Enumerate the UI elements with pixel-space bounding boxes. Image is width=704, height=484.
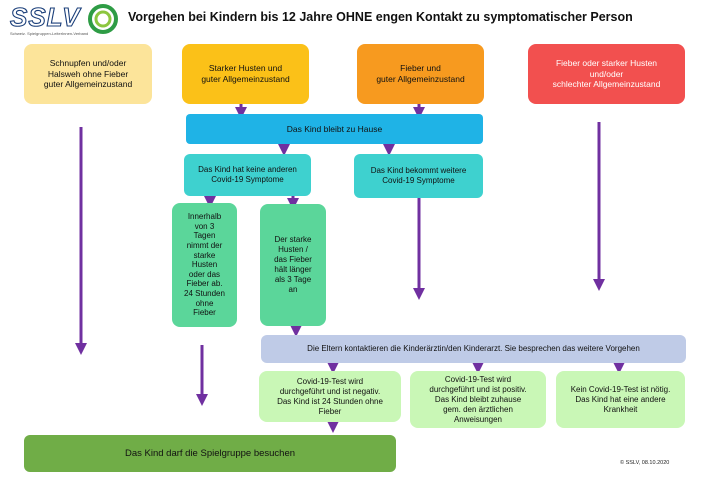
box-kind-bleibt-zu-hause: Das Kind bleibt zu Hause xyxy=(186,114,483,144)
box-fieber: Fieber und guter Allgemeinzustand xyxy=(357,44,484,104)
logo-text: SSLV xyxy=(9,1,81,32)
box-weitere-symptome: Das Kind bekommt weitere Covid-19 Sympto… xyxy=(354,154,483,198)
box-test-negativ: Covid-19-Test wird durchgeführt und ist … xyxy=(259,371,401,422)
box-schnupfen: Schnupfen und/oder Halsweh ohne Fieber g… xyxy=(24,44,152,104)
box-innerhalb-3-tagen: Innerhalb von 3 Tagen nimmt der starke H… xyxy=(172,203,237,327)
copyright: © SSLV, 08.10.2020 xyxy=(620,460,670,466)
box-test-positiv: Covid-19-Test wird durchgeführt und ist … xyxy=(410,371,546,428)
box-spielgruppe-besuchen: Das Kind darf die Spielgruppe besuchen xyxy=(24,435,396,472)
logo-swirl-icon xyxy=(88,4,118,34)
logo-subtitle: Schweiz. Spielgruppen-LeiterInnen-Verban… xyxy=(10,31,89,36)
page-title: Vorgehen bei Kindern bis 12 Jahre OHNE e… xyxy=(128,10,633,24)
box-keine-anderen-symptome: Das Kind hat keine anderen Covid-19 Symp… xyxy=(184,154,311,196)
box-schlechter-allgemeinzustand: Fieber oder starker Husten und/oder schl… xyxy=(528,44,685,104)
box-laenger-als-3-tage: Der starke Husten / das Fieber hält läng… xyxy=(260,204,326,326)
box-starker-husten: Starker Husten und guter Allgemeinzustan… xyxy=(182,44,309,104)
box-kinderarzt-kontaktieren: Die Eltern kontaktieren die Kinderärztin… xyxy=(261,335,686,363)
box-kein-test: Kein Covid-19-Test ist nötig. Das Kind h… xyxy=(556,371,685,428)
